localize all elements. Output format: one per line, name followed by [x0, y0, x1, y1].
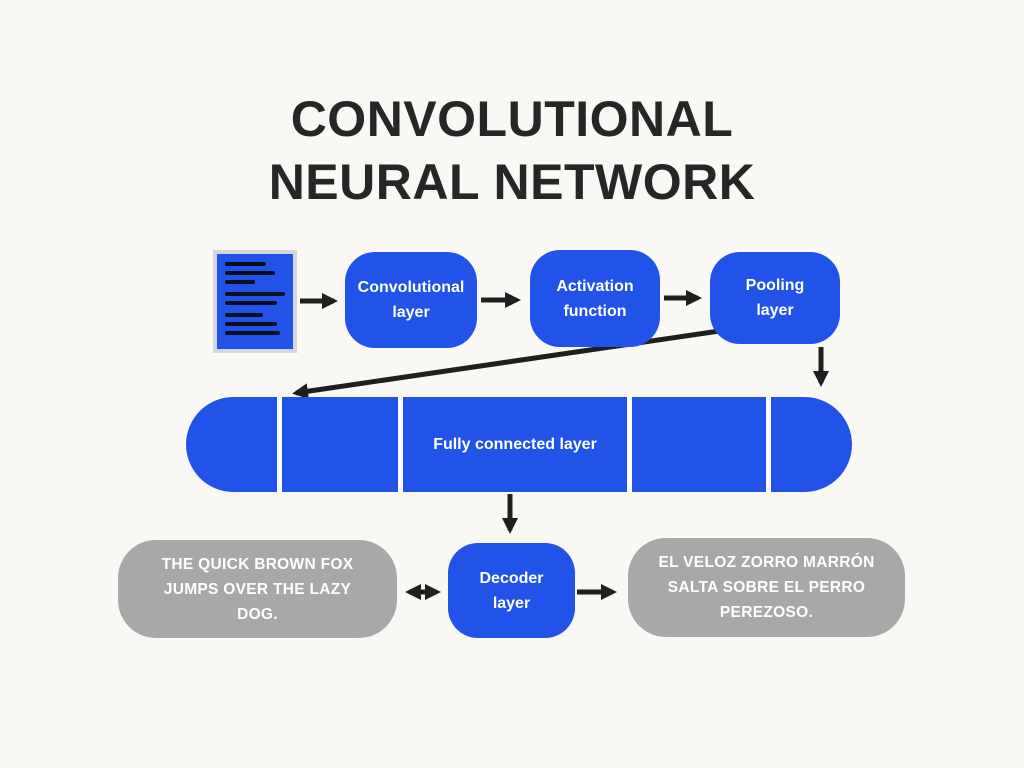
fc-segment-4: [632, 397, 766, 492]
document-text-line: [225, 313, 263, 317]
node-decoder-layer: Decoder layer: [448, 543, 575, 638]
node-activation-function: Activation function: [530, 250, 660, 347]
output-box-spanish: EL VELOZ ZORRO MARRÓN SALTA SOBRE EL PER…: [628, 538, 905, 637]
fc-segment-5: [771, 397, 852, 492]
convolutional-layer-label: Convolutional layer: [357, 279, 465, 321]
document-text-line: [225, 292, 285, 296]
node-convolutional-layer: Convolutional layer: [345, 252, 477, 348]
activation-function-label: Activation function: [556, 277, 634, 320]
node-fully-connected-layer: Fully connected layer: [186, 397, 852, 492]
document-text-line: [225, 322, 277, 326]
pooling-layer-label: Pooling layer: [745, 277, 805, 319]
fc-segment-3: Fully connected layer: [403, 397, 627, 492]
page-title-line1: CONVOLUTIONAL: [290, 91, 734, 147]
document-text-line: [225, 262, 266, 266]
document-text-line: [225, 271, 275, 275]
document-text-line: [225, 301, 277, 305]
page-title: CONVOLUTIONAL NEURAL NETWORK: [0, 88, 1024, 214]
input-document-icon: [213, 250, 297, 353]
output-box-english: THE QUICK BROWN FOX JUMPS OVER THE LAZY …: [118, 540, 397, 638]
decoder-layer-label: Decoder layer: [479, 569, 544, 612]
node-pooling-layer: Pooling layer: [710, 252, 840, 344]
page-title-line2: NEURAL NETWORK: [268, 154, 756, 210]
fully-connected-layer-label: Fully connected layer: [433, 436, 597, 453]
document-text-line: [225, 280, 255, 284]
fc-segment-1: [186, 397, 277, 492]
document-text-line: [225, 331, 280, 335]
fc-segment-2: [282, 397, 398, 492]
